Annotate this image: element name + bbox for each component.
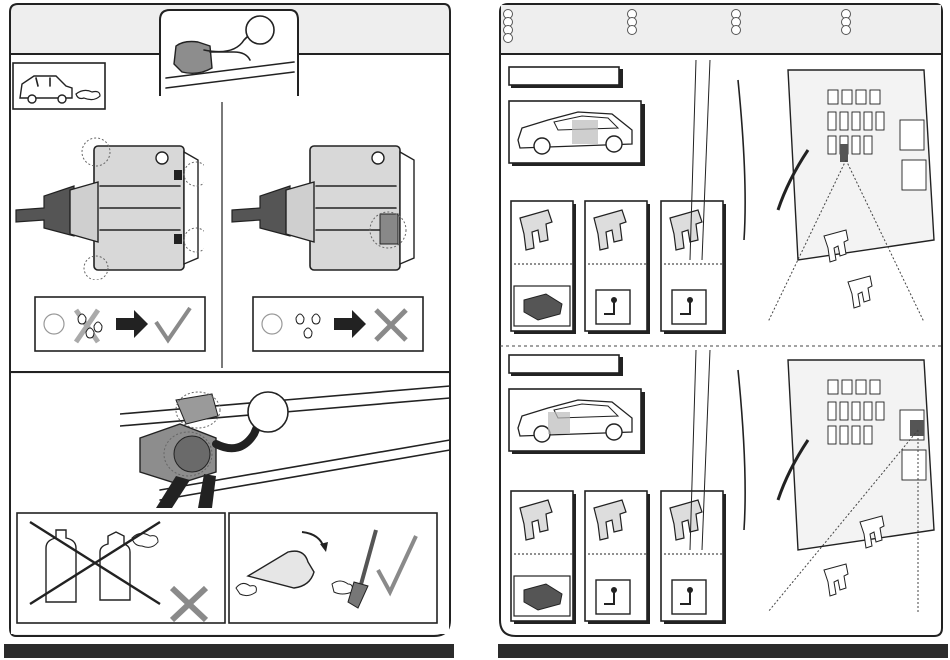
fuse-card-module bbox=[510, 200, 576, 334]
car-hatchback-2 bbox=[508, 388, 646, 454]
variant-label-1 bbox=[508, 66, 624, 88]
car-hatchback-1 bbox=[508, 100, 646, 166]
no-solvents-box bbox=[16, 512, 226, 624]
fuse-box-location-1 bbox=[688, 60, 940, 324]
towbar-socket-illustration bbox=[154, 6, 304, 98]
fuse-card-module-2 bbox=[510, 490, 576, 624]
fuse-card-jumper-a bbox=[584, 200, 650, 334]
footer-bar-left bbox=[4, 644, 454, 658]
fuse-card-jumper-c bbox=[584, 490, 650, 624]
socket-back-view-bad bbox=[230, 130, 420, 280]
socket-cleaning-illustration bbox=[120, 380, 450, 508]
seal-fail-indicator bbox=[252, 296, 424, 352]
header-legend bbox=[500, 8, 940, 48]
socket-back-view-good bbox=[14, 130, 204, 280]
seal-ok-indicator bbox=[34, 296, 206, 352]
car-with-exhaust-icon bbox=[12, 62, 106, 110]
footer-bar-right bbox=[498, 644, 948, 658]
fuse-box-location-2 bbox=[688, 350, 940, 614]
use-blower-brush-box bbox=[228, 512, 438, 624]
variant-label-2 bbox=[508, 354, 624, 376]
